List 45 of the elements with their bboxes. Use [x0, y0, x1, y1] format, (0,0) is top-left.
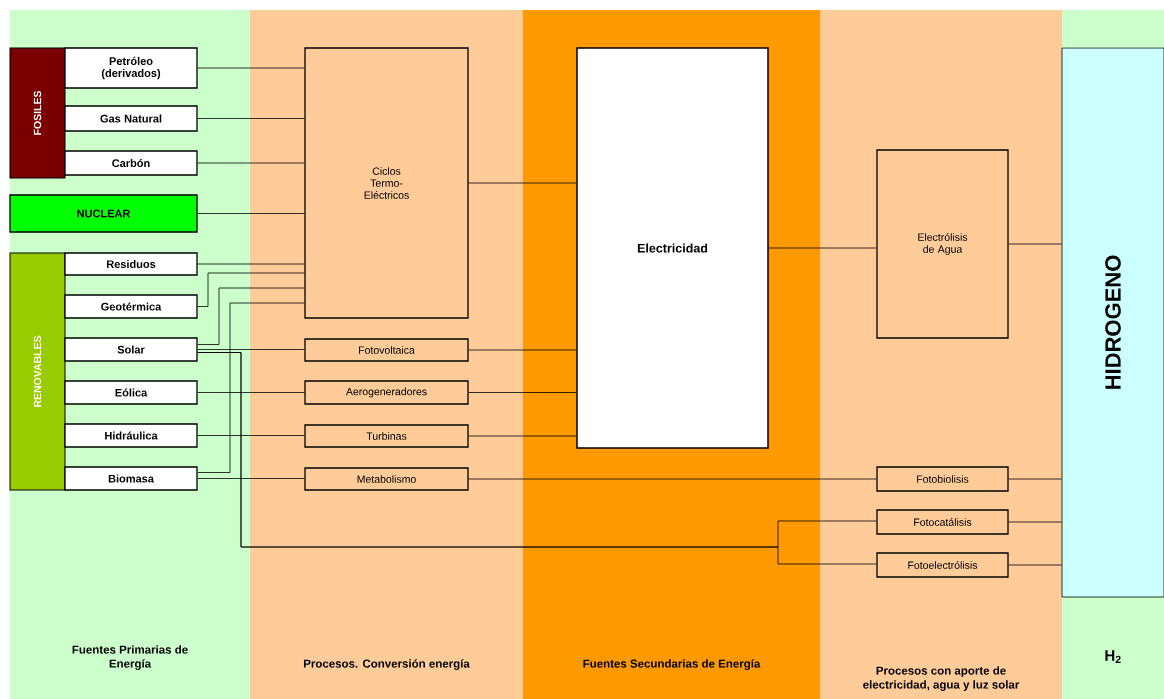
connector-line	[197, 118, 305, 119]
connector-line	[197, 263, 305, 265]
connector-line	[468, 435, 577, 437]
process-box: Electrólisis de Agua	[876, 149, 1009, 339]
process-box: Turbinas	[304, 424, 469, 448]
source-box: Solar	[64, 337, 198, 362]
connector-line	[768, 247, 877, 249]
connector-line	[1008, 564, 1062, 566]
product-box: HIDROGENO	[1061, 47, 1164, 598]
process-box: Fotobiolisis	[876, 466, 1009, 492]
category-box: FOSILES	[9, 47, 66, 179]
source-box: Carbón	[64, 150, 198, 176]
connector-line	[197, 213, 305, 214]
source-box: NUCLEAR	[9, 194, 198, 233]
connector-line	[468, 182, 577, 184]
connector-line	[1008, 243, 1062, 245]
category-box: RENOVABLES	[9, 252, 66, 491]
connector-line	[197, 272, 305, 307]
output-box: Electricidad	[576, 47, 769, 449]
connector-line	[1008, 478, 1062, 480]
connector-line	[468, 349, 577, 351]
source-box: Petróleo (derivados)	[64, 47, 198, 89]
connector-line	[197, 478, 305, 479]
source-box: Gas Natural	[64, 105, 198, 132]
connector-line	[197, 67, 305, 69]
source-box: Eólica	[64, 380, 198, 405]
connector-line	[197, 349, 305, 350]
connector-line	[197, 392, 305, 393]
process-box: Ciclos Termo-Eléctricos	[304, 47, 469, 319]
source-box: Hidráulica	[64, 423, 198, 448]
process-box: Fotocatálisis	[876, 509, 1009, 535]
process-box: Aerogeneradores	[304, 380, 469, 405]
connector-line	[1008, 521, 1062, 523]
connector-line	[197, 302, 305, 473]
connector-line	[197, 435, 305, 436]
process-box: Metabolismo	[304, 467, 469, 491]
connector-line	[468, 478, 877, 480]
connector-line	[197, 287, 305, 345]
connector-line	[197, 162, 305, 164]
source-box: Biomasa	[64, 466, 198, 491]
connector-line	[468, 392, 577, 393]
source-box: Residuos	[64, 252, 198, 276]
process-box: Fotoelectrólisis	[876, 552, 1009, 578]
source-box: Geotérmica	[64, 294, 198, 319]
process-box: Fotovoltaica	[304, 338, 469, 362]
